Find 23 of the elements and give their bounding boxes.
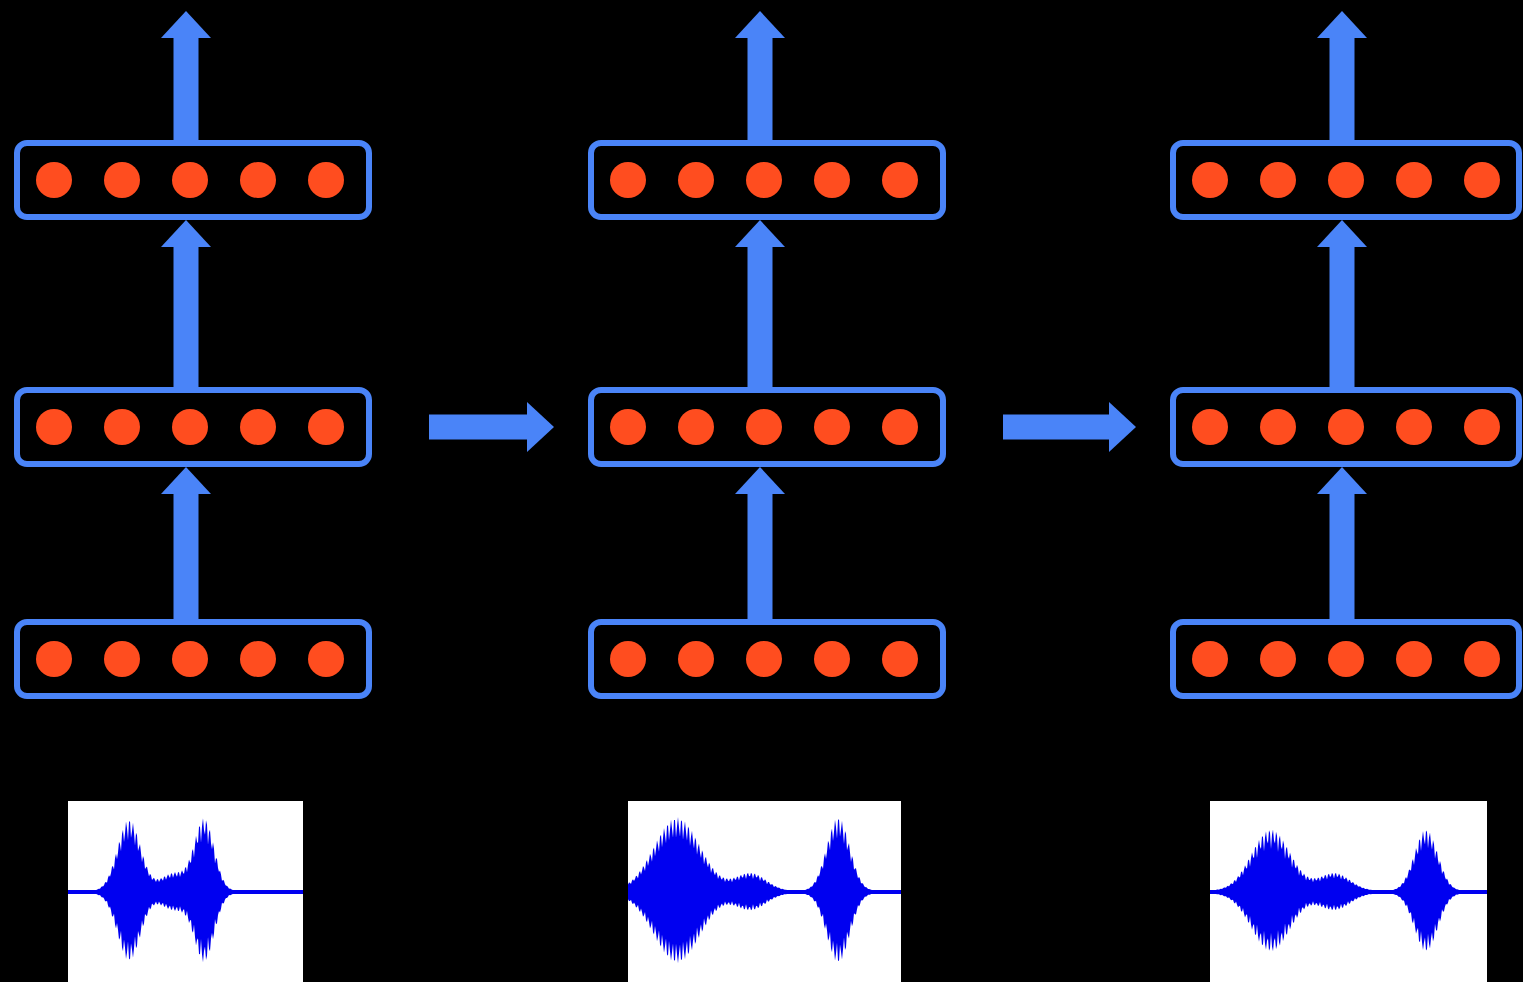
block-arrow — [161, 11, 211, 140]
block-arrow — [1317, 220, 1367, 387]
waveform-panel — [628, 801, 901, 982]
layer-box — [14, 140, 372, 220]
block-arrow — [735, 220, 785, 387]
layer-box — [1170, 387, 1522, 467]
block-arrow — [735, 467, 785, 619]
layer-box — [14, 619, 372, 699]
layer-box — [588, 619, 946, 699]
layer-box — [1170, 140, 1522, 220]
block-arrow — [735, 11, 785, 140]
block-arrow — [1003, 402, 1136, 452]
layer-box — [588, 140, 946, 220]
block-arrow — [161, 220, 211, 387]
waveform-panel — [1210, 801, 1487, 982]
layer-box — [1170, 619, 1522, 699]
block-arrow — [1317, 11, 1367, 140]
layer-box — [14, 387, 372, 467]
layer-box — [588, 387, 946, 467]
waveform-panel — [68, 801, 303, 982]
block-arrow — [429, 402, 554, 452]
block-arrow — [1317, 467, 1367, 619]
block-arrow — [161, 467, 211, 619]
